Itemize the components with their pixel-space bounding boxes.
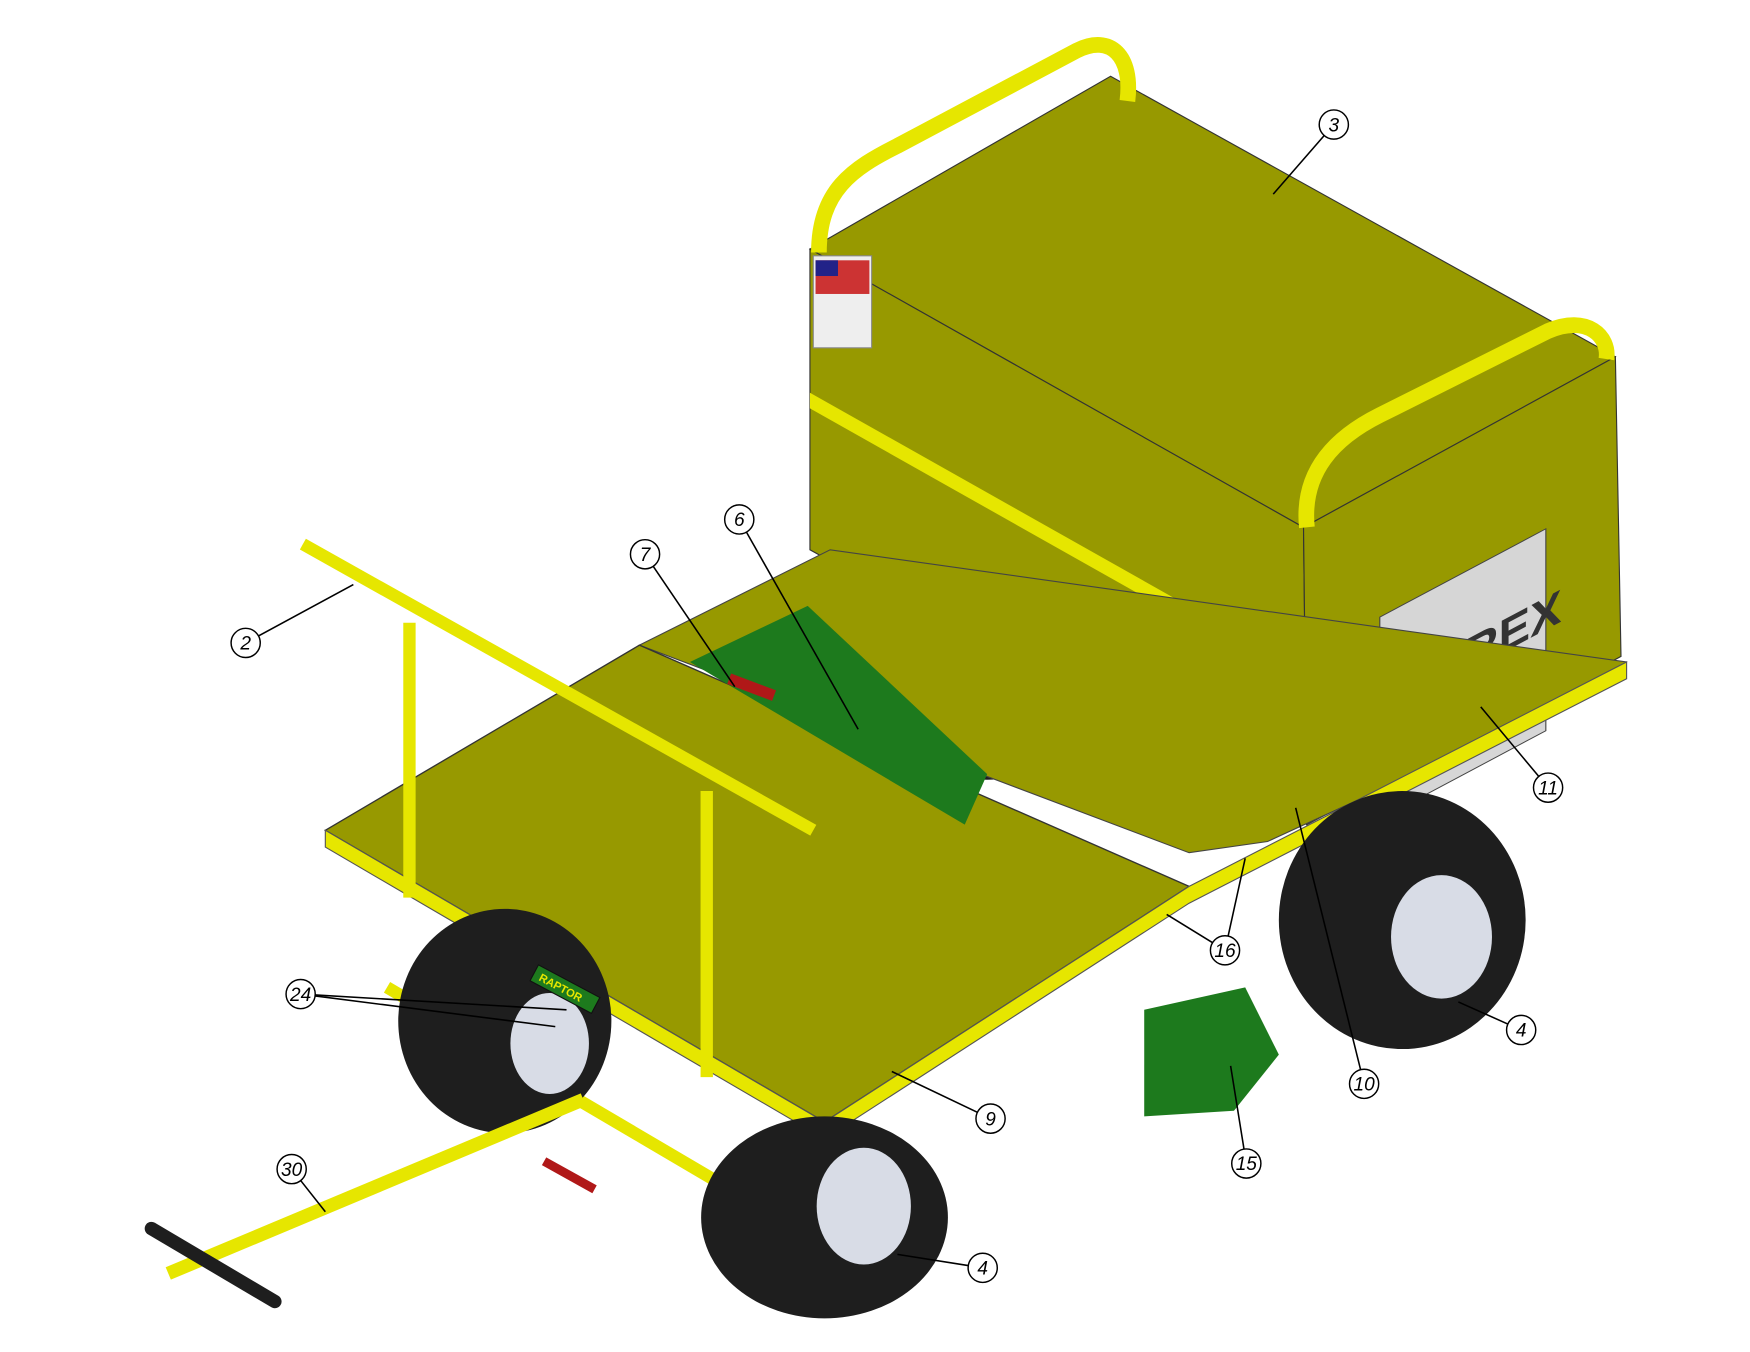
callout-bubble: [629, 538, 661, 570]
callout-4: 4: [897, 1252, 999, 1284]
leader-line: [1166, 913, 1213, 944]
callout-bubble: [1348, 1068, 1380, 1100]
callout-number: 11: [1538, 778, 1558, 799]
callout-number: 2: [239, 634, 251, 655]
front-right-wheel: [701, 1116, 948, 1319]
tow-bar: [144, 1093, 597, 1309]
callout-number: 7: [640, 545, 652, 566]
callout-bubble: [276, 1153, 307, 1185]
callout-10: 10: [1294, 807, 1380, 1100]
callout-bubble: [285, 978, 316, 1010]
callout-bubble: [1318, 109, 1350, 140]
leader-line: [315, 994, 567, 1011]
callout-7: 7: [629, 538, 736, 688]
leader-line: [1458, 1001, 1509, 1025]
rear-right-wheel: [1278, 791, 1526, 1050]
callout-number: 15: [1236, 1154, 1258, 1175]
callout-11: 11: [1480, 706, 1564, 803]
callout-bubble: [1209, 935, 1241, 966]
leader-line: [897, 1253, 969, 1267]
leader-line: [1480, 706, 1540, 777]
deck: [323, 549, 1628, 1140]
front-left-wheel: [398, 908, 612, 1134]
callout-number: 30: [281, 1160, 303, 1181]
callout-30: 30: [276, 1153, 326, 1213]
callout-number: 6: [734, 510, 745, 531]
leader-line: [1272, 135, 1325, 195]
callout-bubble: [1532, 772, 1564, 803]
callout-number: 24: [289, 985, 311, 1006]
leader-line: [1227, 858, 1246, 937]
callout-4: 4: [1458, 1001, 1537, 1046]
leader-line: [315, 995, 556, 1028]
callout-15: 15: [1229, 1065, 1262, 1179]
callout-number: 9: [985, 1109, 996, 1130]
callout-bubble: [1231, 1148, 1262, 1179]
callout-bubble: [723, 504, 755, 535]
callout-bubble: [967, 1252, 999, 1284]
leader-line: [891, 1070, 978, 1114]
callout-3: 3: [1272, 109, 1350, 195]
tow-hitch-bracket: [1144, 987, 1279, 1117]
callout-bubble: [1505, 1014, 1537, 1046]
leader-line: [652, 565, 736, 688]
callout-number: 3: [1329, 115, 1340, 136]
callout-bubble: [230, 627, 261, 659]
callout-number: 10: [1353, 1075, 1375, 1096]
callout-16: 16: [1166, 858, 1246, 966]
callout-number: 16: [1214, 941, 1236, 962]
callout-number: 4: [1516, 1021, 1527, 1042]
callout-24: 24: [285, 978, 567, 1028]
leader-line: [1229, 1065, 1245, 1150]
leader-line: [1294, 807, 1362, 1070]
callout-number: 4: [977, 1259, 988, 1280]
callout-6: 6: [723, 504, 859, 730]
callout-9: 9: [891, 1070, 1006, 1134]
callout-2: 2: [230, 583, 354, 659]
leader-line: [300, 1180, 326, 1213]
leader-line: [745, 531, 859, 730]
flag-decal: [812, 255, 873, 349]
leader-line: [258, 583, 354, 637]
callout-bubble: [975, 1103, 1006, 1134]
